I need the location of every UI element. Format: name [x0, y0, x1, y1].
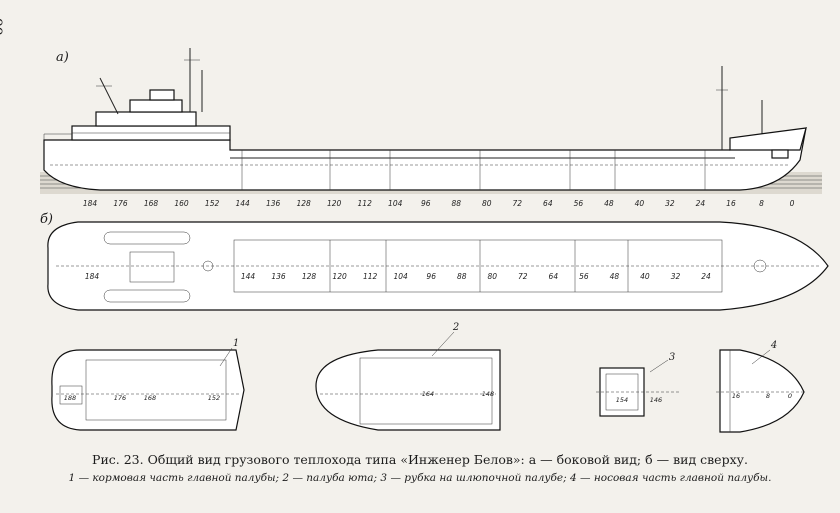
side-frame-number: 176 — [113, 199, 128, 208]
figure-legend: 1 — кормовая часть главной палубы; 2 — п… — [68, 472, 772, 484]
callout-number: 4 — [770, 340, 777, 351]
side-frame-number: 184 — [83, 199, 98, 208]
plan-frame-number: 72 — [518, 272, 528, 281]
side-frame-number: 40 — [635, 199, 645, 208]
plan-frame-number: 144 — [241, 272, 256, 281]
plan-view-label: б) — [40, 212, 54, 227]
plan-frame-number: 136 — [271, 272, 286, 281]
plan-frame-number: 88 — [457, 272, 467, 281]
side-frame-number: 168 — [144, 199, 159, 208]
plan-frame-number: 184 — [85, 272, 100, 281]
plan-frame-number: 56 — [579, 272, 589, 281]
side-frame-number: 8 — [759, 199, 764, 208]
plan-frame-number: 80 — [487, 272, 497, 281]
plan-frame-number: 128 — [302, 272, 317, 281]
detail-frame-number: 164 — [422, 390, 434, 398]
detail-stern-main-deck — [51, 349, 245, 431]
plan-frame-number: 112 — [363, 272, 378, 281]
side-frame-number: 72 — [513, 199, 523, 208]
detail-frame-number: 146 — [650, 396, 662, 404]
detail-bow-main-deck — [716, 349, 806, 433]
plan-frame-number: 32 — [671, 272, 681, 281]
side-frame-number: 88 — [451, 199, 461, 208]
callout-leaders — [219, 331, 771, 373]
detail-boat-deck-house — [596, 367, 680, 417]
detail-frame-number: 188 — [64, 394, 76, 402]
side-frame-number: 104 — [388, 199, 403, 208]
side-frame-number: 0 — [790, 199, 795, 208]
plan-frame-number: 96 — [426, 272, 436, 281]
side-frame-number: 24 — [696, 199, 706, 208]
side-frame-number: 96 — [421, 199, 431, 208]
side-frame-number: 56 — [574, 199, 584, 208]
side-frame-number: 136 — [266, 199, 281, 208]
side-frame-number: 16 — [726, 199, 736, 208]
plan-frame-number: 40 — [640, 272, 650, 281]
side-frame-number: 64 — [543, 199, 553, 208]
plan-frame-number: 48 — [610, 272, 620, 281]
side-frame-number: 32 — [665, 199, 675, 208]
plan-frame-number: 104 — [394, 272, 409, 281]
side-view — [40, 48, 822, 194]
detail-frame-number: 154 — [616, 396, 628, 404]
plan-frame-number: 24 — [701, 272, 711, 281]
callout-number: 2 — [452, 322, 459, 333]
plan-frame-number: 64 — [549, 272, 559, 281]
detail-frame-number: 8 — [766, 392, 770, 400]
side-frame-number: 160 — [174, 199, 189, 208]
side-frame-number: 144 — [235, 199, 250, 208]
callout-number: 1 — [233, 338, 239, 349]
side-frame-number: 152 — [205, 199, 220, 208]
figure-caption: Рис. 23. Общий вид грузового теплохода т… — [92, 452, 748, 467]
detail-frame-number: 0 — [788, 392, 792, 400]
plan-view — [47, 221, 829, 311]
side-frame-number: 80 — [482, 199, 492, 208]
side-view-label: а) — [56, 50, 69, 65]
detail-poop-deck — [315, 349, 501, 431]
plan-frame-number: 120 — [332, 272, 347, 281]
callout-number: 3 — [669, 352, 675, 363]
side-frame-number: 112 — [358, 199, 373, 208]
side-frame-number: 48 — [604, 199, 614, 208]
detail-frame-number: 148 — [482, 390, 494, 398]
detail-frame-number: 16 — [732, 392, 740, 400]
detail-frame-number: 168 — [144, 394, 156, 402]
detail-frame-number: 152 — [208, 394, 220, 402]
detail-frame-number: 176 — [114, 394, 126, 402]
side-frame-number: 128 — [296, 199, 311, 208]
side-frame-number: 120 — [327, 199, 342, 208]
